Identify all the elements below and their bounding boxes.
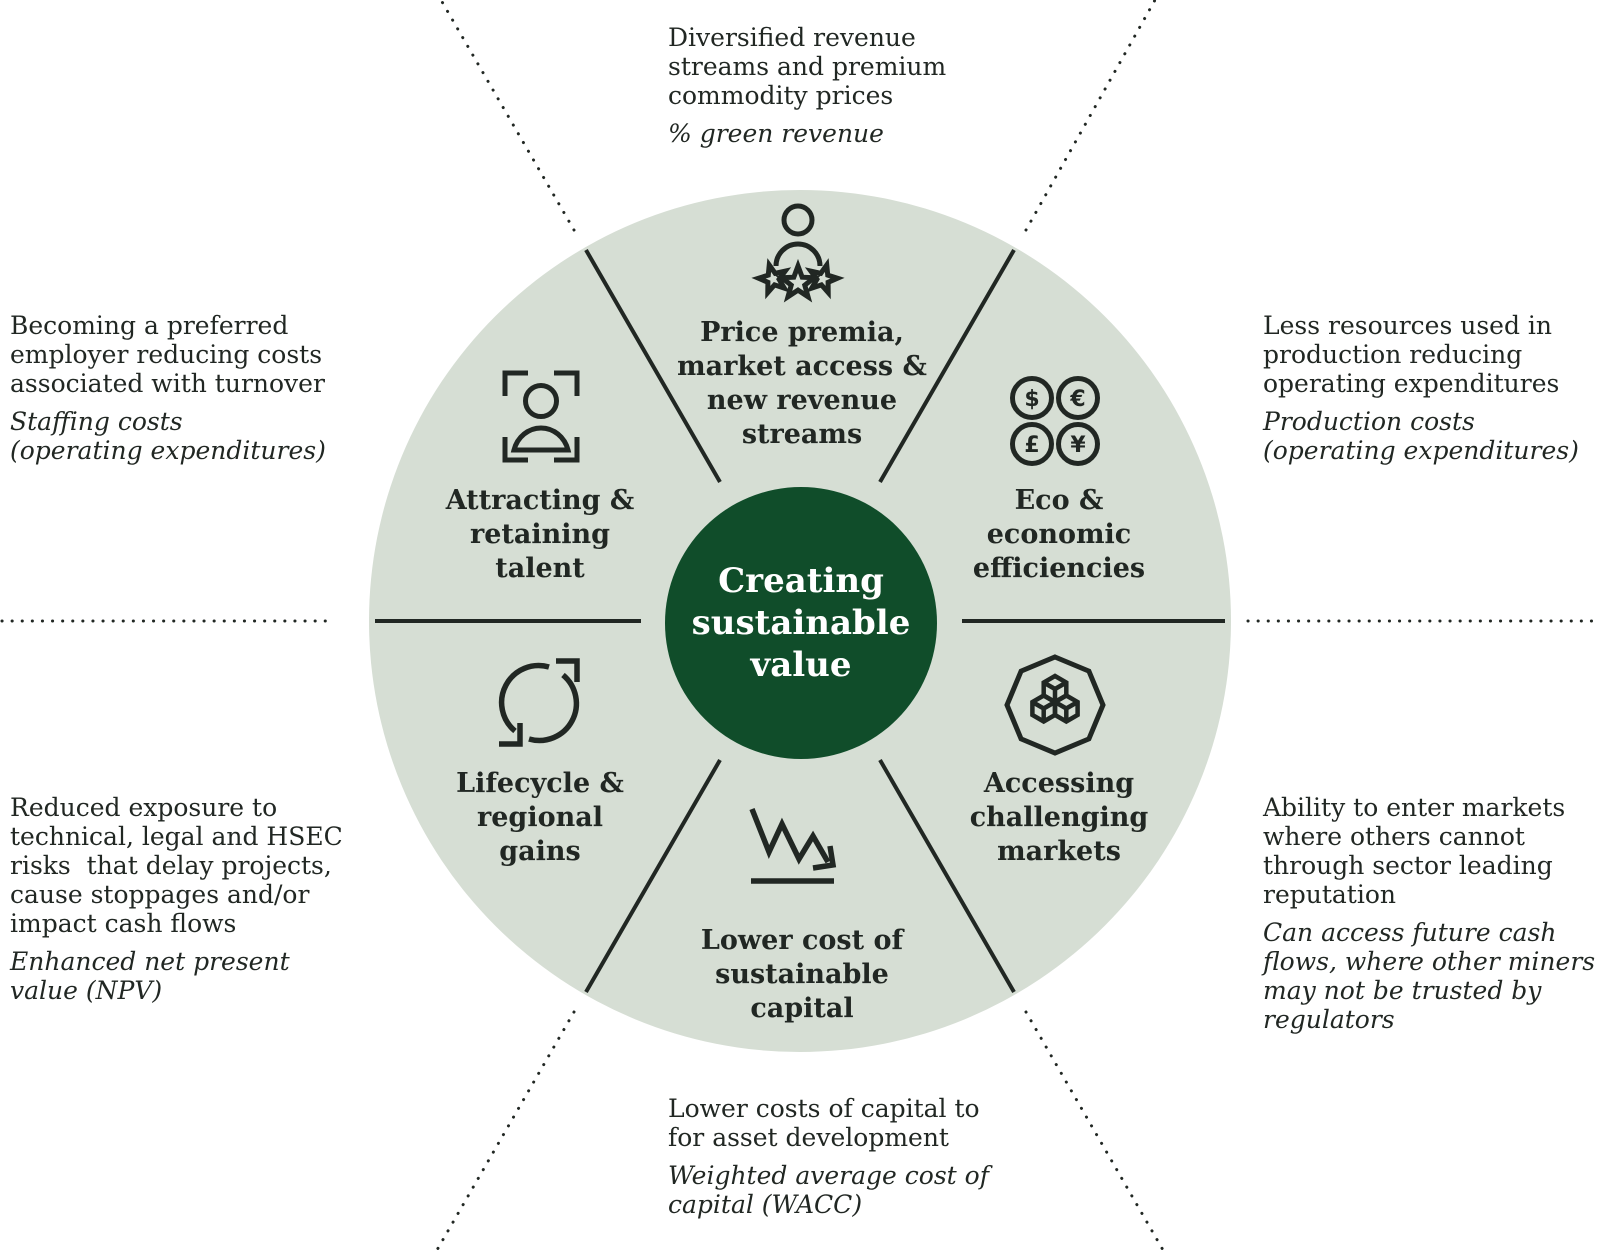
yen-symbol: ¥ [1070, 433, 1086, 458]
cubes-octagon-icon [1004, 654, 1106, 756]
divider-line [584, 758, 722, 994]
callout-right-bottom: Ability to enter markets where others ca… [1263, 793, 1598, 1034]
callout-metric: % green revenue [668, 119, 884, 148]
person-stars-icon [742, 198, 854, 308]
callout-metric: Can access future cash flows, where othe… [1263, 918, 1596, 1034]
segment-label-lower-cost-capital: Lower cost of sustainable capital [700, 925, 904, 1024]
dollar-symbol: $ [1024, 387, 1039, 412]
callout-left-bottom: Reduced exposure to technical, legal and… [10, 793, 360, 1005]
callout-text: Ability to enter markets where others ca… [1263, 793, 1566, 909]
segment-label-attracting-talent: Attracting & retaining talent [445, 485, 635, 584]
callout-bottom: Lower costs of capital to for asset deve… [668, 1094, 1013, 1219]
segment-label-lifecycle-gains: Lifecycle & regional gains [456, 768, 624, 867]
divider-line [878, 248, 1016, 484]
pound-symbol: £ [1024, 433, 1039, 458]
center-label-box: Creating sustainable value [651, 487, 951, 759]
callout-metric: Enhanced net present value (NPV) [10, 947, 290, 1005]
dotted-guide-line [439, 0, 576, 232]
cycle-arrows-icon [498, 658, 580, 747]
currency-coins-icon: $ € £ ¥ [1010, 376, 1100, 466]
callout-text: Becoming a preferred employer reducing c… [10, 311, 325, 398]
callout-metric: Staffing costs (operating expenditures) [10, 407, 326, 465]
segment-label-eco-efficiencies: Eco & economic efficiencies [972, 485, 1146, 584]
callout-text: Less resources used in production reduci… [1263, 311, 1560, 398]
dotted-guide-line [1024, 0, 1157, 232]
segment-label-price-premia: Price premia, market access & new revenu… [677, 317, 927, 450]
declining-chart-icon [749, 807, 837, 884]
callout-left-top: Becoming a preferred employer reducing c… [10, 311, 345, 465]
euro-symbol: € [1069, 387, 1085, 412]
callout-text: Diversified revenue streams and premium … [668, 23, 947, 110]
callout-text: Reduced exposure to technical, legal and… [10, 793, 343, 938]
person-frame-icon [502, 370, 580, 463]
callout-metric: Production costs (operating expenditures… [1263, 407, 1579, 465]
callout-top: Diversified revenue streams and premium … [668, 23, 1008, 148]
dotted-guide-line [1024, 1010, 1165, 1250]
divider-line [584, 248, 722, 484]
dotted-guide-line [435, 1010, 576, 1250]
center-circle [665, 487, 937, 759]
divider-line [878, 758, 1016, 994]
callout-right-top: Less resources used in production reduci… [1263, 311, 1598, 465]
callout-text: Lower costs of capital to for asset deve… [668, 1094, 980, 1152]
segment-label-challenging-markets: Accessing challenging markets [969, 768, 1149, 867]
callout-metric: Weighted average cost of capital (WACC) [668, 1161, 989, 1219]
center-label: Creating sustainable value [691, 561, 911, 685]
